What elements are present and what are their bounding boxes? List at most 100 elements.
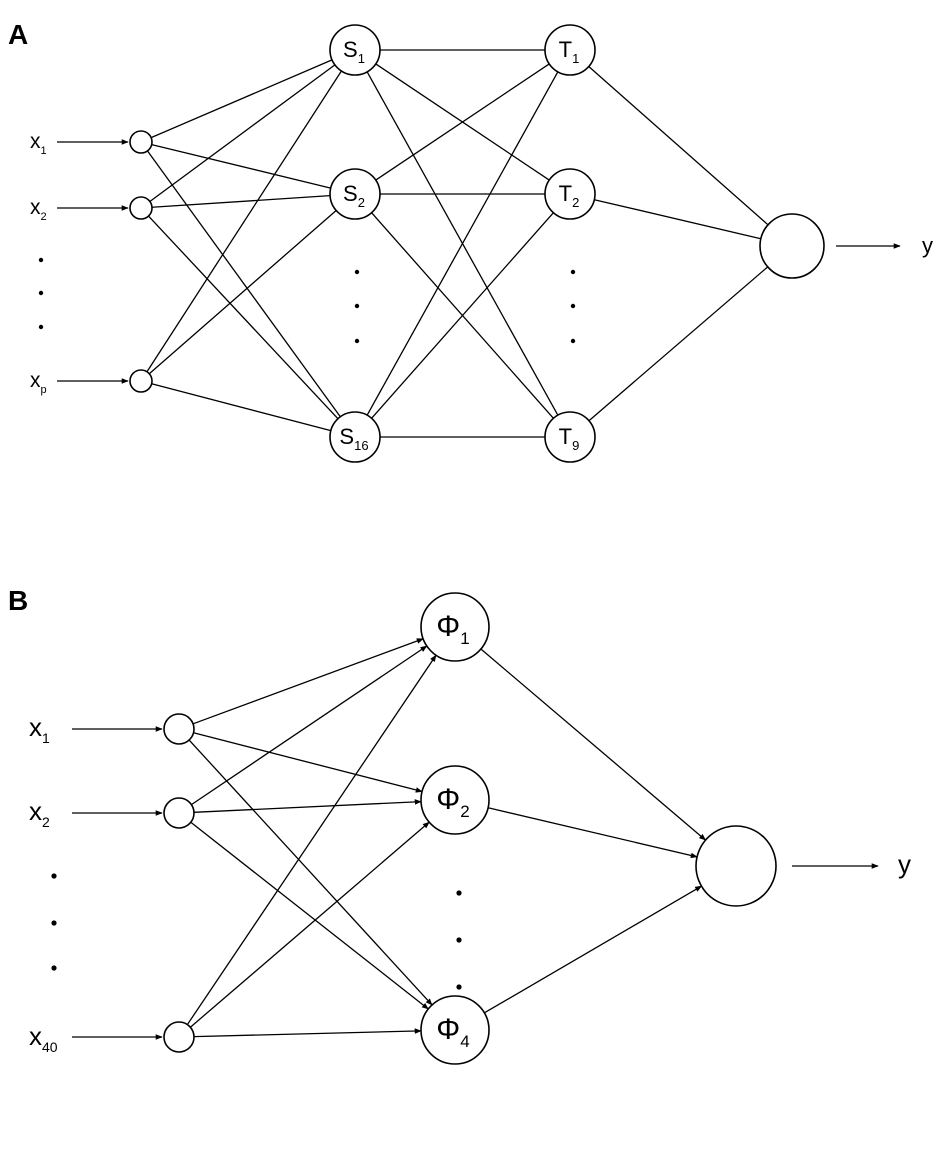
- panel-b-input-node-2: [163, 1021, 195, 1053]
- panel-a-t-node-0: [544, 24, 596, 76]
- panel-b-input-ellipsis-0: [51, 873, 57, 879]
- panel-b-input-node-1: [163, 797, 195, 829]
- panel-a-input-ellipsis-0: [38, 257, 44, 263]
- panel-b-phi-label-2-sub: 4: [460, 1032, 469, 1051]
- panel-a-t-label-2-sub: 9: [572, 438, 579, 453]
- panel-a-input-label-1-base: x: [30, 196, 41, 219]
- panel-a-t-label-1: T2: [559, 181, 580, 210]
- panel-b-input-node-0: [163, 713, 195, 745]
- panel-b-input-label-0-base: x: [29, 712, 42, 742]
- panel-a-input-label-1-sub: 2: [41, 211, 47, 223]
- panel-a-edge-t0-out: [588, 66, 769, 226]
- panel-a-edge-in2-s2: [151, 383, 331, 432]
- panel-a-t-node-1: [544, 168, 596, 220]
- panel-b-output-node: [695, 825, 777, 907]
- panel-a-input-node-0: [129, 130, 153, 154]
- panel-a-s-label-2: S16: [339, 424, 368, 453]
- panel-b-phi-node-0: [420, 592, 490, 662]
- panel-b-input-ellipsis-2: [51, 965, 57, 971]
- edges-layer: [57, 49, 901, 1040]
- panel-b-phi-label-2-base: Φ: [436, 1013, 460, 1046]
- panel-b-edge-in0-phi0: [192, 638, 424, 725]
- panel-a-s-label-2-sub: 16: [354, 438, 368, 453]
- panel-a-t-label-2-base: T: [559, 424, 572, 449]
- panel-a-edge-in1-s1: [151, 194, 331, 208]
- panel-a-input-ellipsis-2: [38, 324, 44, 330]
- panel-a-edge-s2-t0: [366, 71, 559, 416]
- panel-b-edge-in1-phi0: [191, 645, 428, 806]
- panel-b-phi-label-1: Φ2: [436, 783, 469, 821]
- panel-a-edge-in1-s0: [149, 64, 336, 202]
- panel-a-s-node-2: [329, 411, 381, 463]
- panel-b-input-label-1-base: x: [29, 796, 42, 826]
- panel-b-phi-label-0: Φ1: [436, 610, 469, 648]
- panel-a-s-ellipsis-2: [354, 338, 360, 344]
- panel-b-phi-label-0-sub: 1: [460, 629, 469, 648]
- panel-a-edge-in1-s2: [148, 215, 339, 420]
- panel-a-s-ellipsis-1: [354, 303, 360, 309]
- panel-a-t-label-0-sub: 1: [572, 51, 579, 66]
- panel-a-t-node-2: [544, 411, 596, 463]
- panel-a-s-label-0: S1: [343, 37, 365, 66]
- panel-a-s-label-1: S2: [343, 181, 365, 210]
- panel-a-input-node-1: [129, 196, 153, 220]
- panel-a-input-label-0-sub: 1: [41, 145, 47, 157]
- panel-a-edge-in2-s1: [148, 209, 337, 375]
- panel-a-s-label-1-sub: 2: [358, 195, 365, 210]
- panel-b-edge-in0-phi1: [193, 732, 423, 793]
- panel-a-input-label-0: x1: [30, 130, 47, 157]
- panel-a-t-label-1-sub: 2: [572, 195, 579, 210]
- panel-a-edge-in0-s2: [146, 150, 341, 418]
- panel-a-t-label-0: T1: [559, 37, 580, 66]
- panel-b-phi-node-1: [420, 765, 490, 835]
- panel-label-a: A: [8, 19, 28, 50]
- panel-a-s-label-2-base: S: [339, 424, 354, 449]
- panel-a-t-label-1-base: T: [559, 181, 572, 206]
- panel-b-edge-in0-phi2: [188, 739, 433, 1006]
- panel-a-input-label-2-sub: p: [41, 384, 47, 396]
- panel-a-edge-s1-t0: [375, 63, 550, 181]
- panel-a-s-node-0: [329, 24, 381, 76]
- panel-a-input-ellipsis-1: [38, 290, 44, 296]
- panel-a-s-label-1-base: S: [343, 181, 358, 206]
- panel-b-edge-in2-phi2: [193, 1028, 422, 1038]
- panel-a-edge-in2-s0: [146, 70, 342, 373]
- nodes-layer: [38, 24, 825, 1065]
- panel-a-t-label-2: T9: [559, 424, 580, 453]
- panel-b-edge-phi0-out: [480, 648, 707, 841]
- panel-a-input-label-2: xp: [30, 369, 47, 396]
- panel-a-input-node-2: [129, 369, 153, 393]
- panel-a-t-ellipsis-1: [570, 303, 576, 309]
- panel-b-phi-ellipsis-1: [456, 937, 462, 943]
- panel-b-input-label-1: x2: [29, 796, 50, 830]
- panel-b-phi-ellipsis-0: [456, 890, 462, 896]
- panel-b-input-label-0: x1: [29, 712, 50, 746]
- panel-a-s-label-0-sub: 1: [358, 51, 365, 66]
- panel-b-output-label: y: [898, 849, 911, 879]
- panel-a-t-label-0-base: T: [559, 37, 572, 62]
- panel-a-s-label-0-base: S: [343, 37, 358, 62]
- panel-b-phi-node-2: [420, 995, 490, 1065]
- panel-a-edge-t1-out: [594, 199, 761, 240]
- panel-b-input-label-2-sub: 40: [42, 1039, 58, 1055]
- panel-a-output-label: y: [922, 233, 933, 258]
- panel-b-edge-phi1-out: [487, 807, 698, 859]
- panel-a-edge-in0-s1: [151, 143, 331, 189]
- panel-b-edge-phi2-out: [484, 885, 703, 1014]
- panel-b-input-label-0-sub: 1: [42, 730, 50, 746]
- panel-a-s-node-1: [329, 168, 381, 220]
- panel-a-t-ellipsis-2: [570, 338, 576, 344]
- panel-a-s-ellipsis-0: [354, 269, 360, 275]
- panel-a-input-label-1: x2: [30, 196, 47, 223]
- panel-b-edge-in1-phi1: [193, 799, 422, 813]
- panel-b-input-label-2-base: x: [29, 1021, 42, 1051]
- panel-a-t-ellipsis-0: [570, 269, 576, 275]
- panel-b-edge-in2-phi0: [186, 654, 437, 1025]
- panel-b-phi-label-0-base: Φ: [436, 610, 460, 643]
- panel-b-phi-ellipsis-2: [456, 984, 462, 990]
- panel-b-edge-in1-phi2: [190, 821, 429, 1010]
- panel-b-phi-label-2: Φ4: [436, 1013, 469, 1051]
- panel-a-edge-in0-s0: [150, 59, 333, 139]
